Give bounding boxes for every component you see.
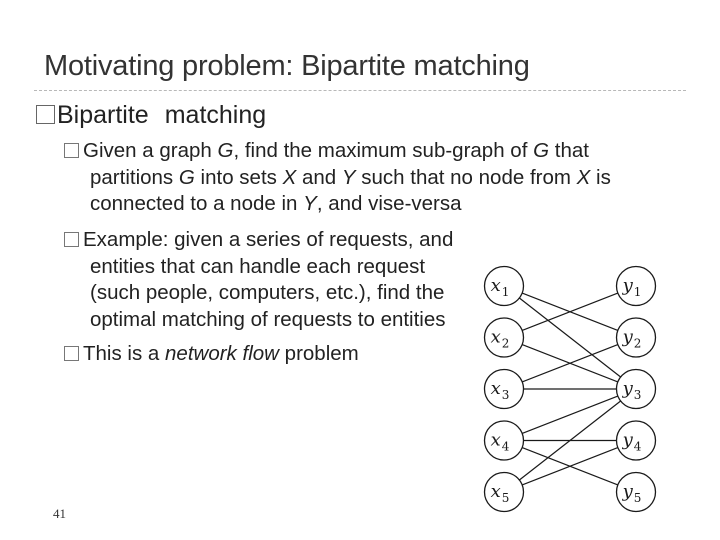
node-label: y3 — [622, 378, 642, 402]
node-circle — [483, 265, 525, 307]
text-run: into sets — [194, 165, 283, 189]
text-run: partitions — [90, 165, 179, 189]
text-run: , and vise-versa — [316, 192, 462, 215]
math-var: G — [178, 165, 195, 189]
bullet-line: Example: given a series of requests, and — [64, 227, 453, 254]
bullet-line: optimal matching of requests to entities — [90, 307, 446, 331]
node-label: y2 — [622, 327, 642, 351]
node-circle — [615, 317, 657, 358]
bullet-line: connected to a node in Y, and vise-versa — [64, 191, 611, 218]
node-label: y5 — [622, 481, 642, 505]
checkbox-bullet-icon — [64, 143, 79, 158]
math-var: X — [282, 165, 297, 189]
math-var: X — [576, 165, 591, 189]
node-circle — [615, 471, 657, 513]
node-x3: x3 — [483, 368, 525, 410]
node-x2: x2 — [483, 317, 525, 358]
math-var: G — [533, 139, 550, 162]
emphasis-text: network flow — [165, 342, 279, 365]
edge-x2-y1 — [521, 292, 619, 331]
node-circle — [483, 368, 525, 410]
node-x5: x5 — [483, 471, 525, 513]
math-var: G — [217, 139, 234, 162]
node-label: x3 — [491, 378, 510, 402]
node-y1: y1 — [615, 265, 657, 307]
bullet-definition: Given a graph G, find the maximum sub-gr… — [64, 138, 611, 218]
node-x4: x4 — [483, 420, 525, 461]
node-y5: y5 — [615, 471, 657, 513]
text-run: and — [296, 165, 342, 189]
edge-x1-y3 — [519, 297, 621, 378]
bullet-line: (such people, computers, etc.), find the — [90, 281, 445, 304]
node-circle — [615, 420, 657, 461]
edge-x4-y3 — [521, 395, 619, 434]
node-label: x1 — [491, 275, 510, 299]
bullet-line: entities that can handle each request — [90, 254, 426, 278]
node-x1: x1 — [483, 265, 525, 307]
text-run: Example: given a series of requests, and — [83, 228, 454, 251]
edge-x5-y3 — [519, 400, 621, 481]
edge-x3-y2 — [521, 344, 619, 383]
node-circle — [483, 471, 525, 513]
bullet-network-flow: This is a network flow problem — [64, 341, 359, 368]
node-label: y4 — [622, 430, 642, 454]
text-run: , find the maximum sub-graph of — [233, 139, 534, 162]
text-run: Given a graph — [83, 139, 218, 162]
title-divider — [34, 90, 686, 91]
node-circle — [615, 265, 657, 307]
text-run: connected to a node in — [90, 192, 304, 215]
math-var: Y — [341, 165, 356, 189]
text-run: This is a — [83, 342, 166, 365]
node-circle — [483, 317, 525, 358]
checkbox-bullet-icon — [36, 105, 55, 124]
node-circle — [615, 368, 657, 410]
node-label: y1 — [622, 275, 642, 299]
node-circle — [483, 420, 525, 461]
node-y3: y3 — [615, 368, 657, 410]
bullet-level1: Bipartite matching — [36, 101, 266, 130]
bullet-example: Example: given a series of requests, and… — [64, 227, 453, 333]
slide-number: 41 — [53, 506, 66, 521]
text-run: is — [590, 165, 611, 189]
text-run: that — [549, 139, 589, 162]
node-label: x2 — [491, 327, 510, 351]
bullet-line: partitions G into sets X and Y such that… — [64, 165, 611, 192]
slide-title: Motivating problem: Bipartite matching — [44, 50, 530, 82]
node-label: x5 — [491, 481, 510, 505]
math-var: Y — [303, 192, 317, 215]
checkbox-bullet-icon — [64, 346, 79, 361]
bullet-level1-word1: Bipartite — [57, 101, 149, 129]
node-y2: y2 — [615, 317, 657, 358]
edge-x5-y4 — [521, 447, 619, 486]
bullet-line: Given a graph G, find the maximum sub-gr… — [64, 138, 611, 165]
bullet-line: This is a network flow problem — [64, 341, 359, 368]
checkbox-bullet-icon — [64, 232, 79, 247]
text-run: such that no node from — [355, 165, 577, 189]
node-label: x4 — [491, 430, 510, 454]
bullet-level1-word2: matching — [164, 101, 267, 129]
node-y4: y4 — [615, 420, 657, 461]
text-run: problem — [278, 342, 359, 365]
